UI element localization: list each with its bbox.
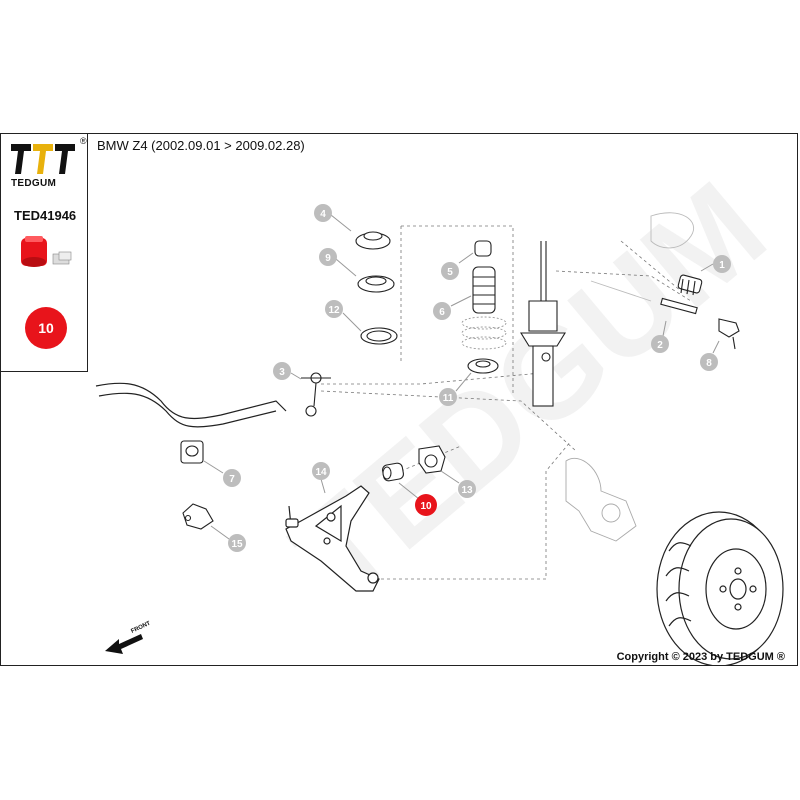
callout-15: 15 <box>210 525 246 552</box>
svg-text:11: 11 <box>443 393 454 404</box>
part-7-stabilizer-bushing <box>180 440 204 464</box>
part-position-badge: 10 <box>25 307 67 349</box>
part-number: TED41946 <box>14 208 77 223</box>
callout-6: 6 <box>433 295 472 320</box>
callout-14: 14 <box>312 462 330 494</box>
svg-text:9: 9 <box>325 253 331 264</box>
callout-9: 9 <box>319 248 357 277</box>
callout-10-highlight: 10 <box>398 482 437 516</box>
part-info-panel: ® TEDGUM TED41946 10 <box>1 134 88 372</box>
stabilizer-bar <box>95 382 287 428</box>
svg-text:7: 7 <box>229 474 235 485</box>
callout-2: 2 <box>651 320 669 353</box>
svg-text:8: 8 <box>706 358 712 369</box>
shock-absorber <box>520 241 566 407</box>
svg-text:5: 5 <box>447 267 453 278</box>
wheel <box>656 511 784 665</box>
vehicle-title: BMW Z4 (2002.09.01 > 2009.02.28) <box>97 138 305 153</box>
part-2-tie-rod <box>660 297 698 315</box>
part-15-bracket <box>182 503 214 530</box>
front-direction-arrow: FRONT <box>105 621 152 654</box>
svg-text:14: 14 <box>315 467 327 478</box>
svg-text:10: 10 <box>420 501 432 512</box>
svg-text:12: 12 <box>328 305 340 316</box>
svg-text:13: 13 <box>461 485 473 496</box>
exploded-parts-diagram: TEDGUM <box>95 154 792 665</box>
svg-text:4: 4 <box>320 209 326 220</box>
registered-mark: ® <box>80 136 87 146</box>
callout-4: 4 <box>314 204 352 232</box>
svg-text:6: 6 <box>439 307 445 318</box>
part-1-steering-boot <box>677 274 703 296</box>
part-4-top-mount <box>355 231 391 250</box>
svg-text:3: 3 <box>279 367 285 378</box>
callout-8: 8 <box>700 340 720 371</box>
callout-3: 3 <box>273 362 302 380</box>
callout-13: 13 <box>440 470 476 498</box>
part-6-dust-boot <box>472 266 496 314</box>
part-13-bushing-bracket <box>418 445 446 474</box>
part-12-ring <box>360 327 398 345</box>
diagram-frame: TEDGUM <box>0 133 798 666</box>
part-10-bushing <box>382 462 404 482</box>
brand-name: TEDGUM <box>11 178 57 189</box>
part-14-control-arm <box>285 485 380 592</box>
tedgum-logo <box>9 138 79 176</box>
part-3-stabilizer-link <box>301 372 331 417</box>
part-9-bearing <box>357 275 395 293</box>
svg-text:15: 15 <box>231 539 243 550</box>
part-8-tie-rod-end <box>718 318 740 350</box>
svg-text:1: 1 <box>719 260 725 271</box>
part-photo <box>21 236 72 267</box>
steering-rack-outline <box>590 212 694 302</box>
svg-text:FRONT: FRONT <box>130 621 152 635</box>
steering-knuckle-outline <box>565 457 637 542</box>
callout-7: 7 <box>203 460 241 487</box>
callout-11: 11 <box>439 372 472 406</box>
callout-12: 12 <box>325 300 362 332</box>
part-5-bump-stop <box>474 240 492 257</box>
coil-spring <box>461 316 507 350</box>
callout-1: 1 <box>700 255 731 273</box>
callout-5: 5 <box>441 252 474 280</box>
part-11-spring-seat <box>467 358 499 374</box>
svg-text:2: 2 <box>657 340 663 351</box>
copyright-notice: Copyright © 2023 by TEDGUM ® <box>616 651 785 663</box>
